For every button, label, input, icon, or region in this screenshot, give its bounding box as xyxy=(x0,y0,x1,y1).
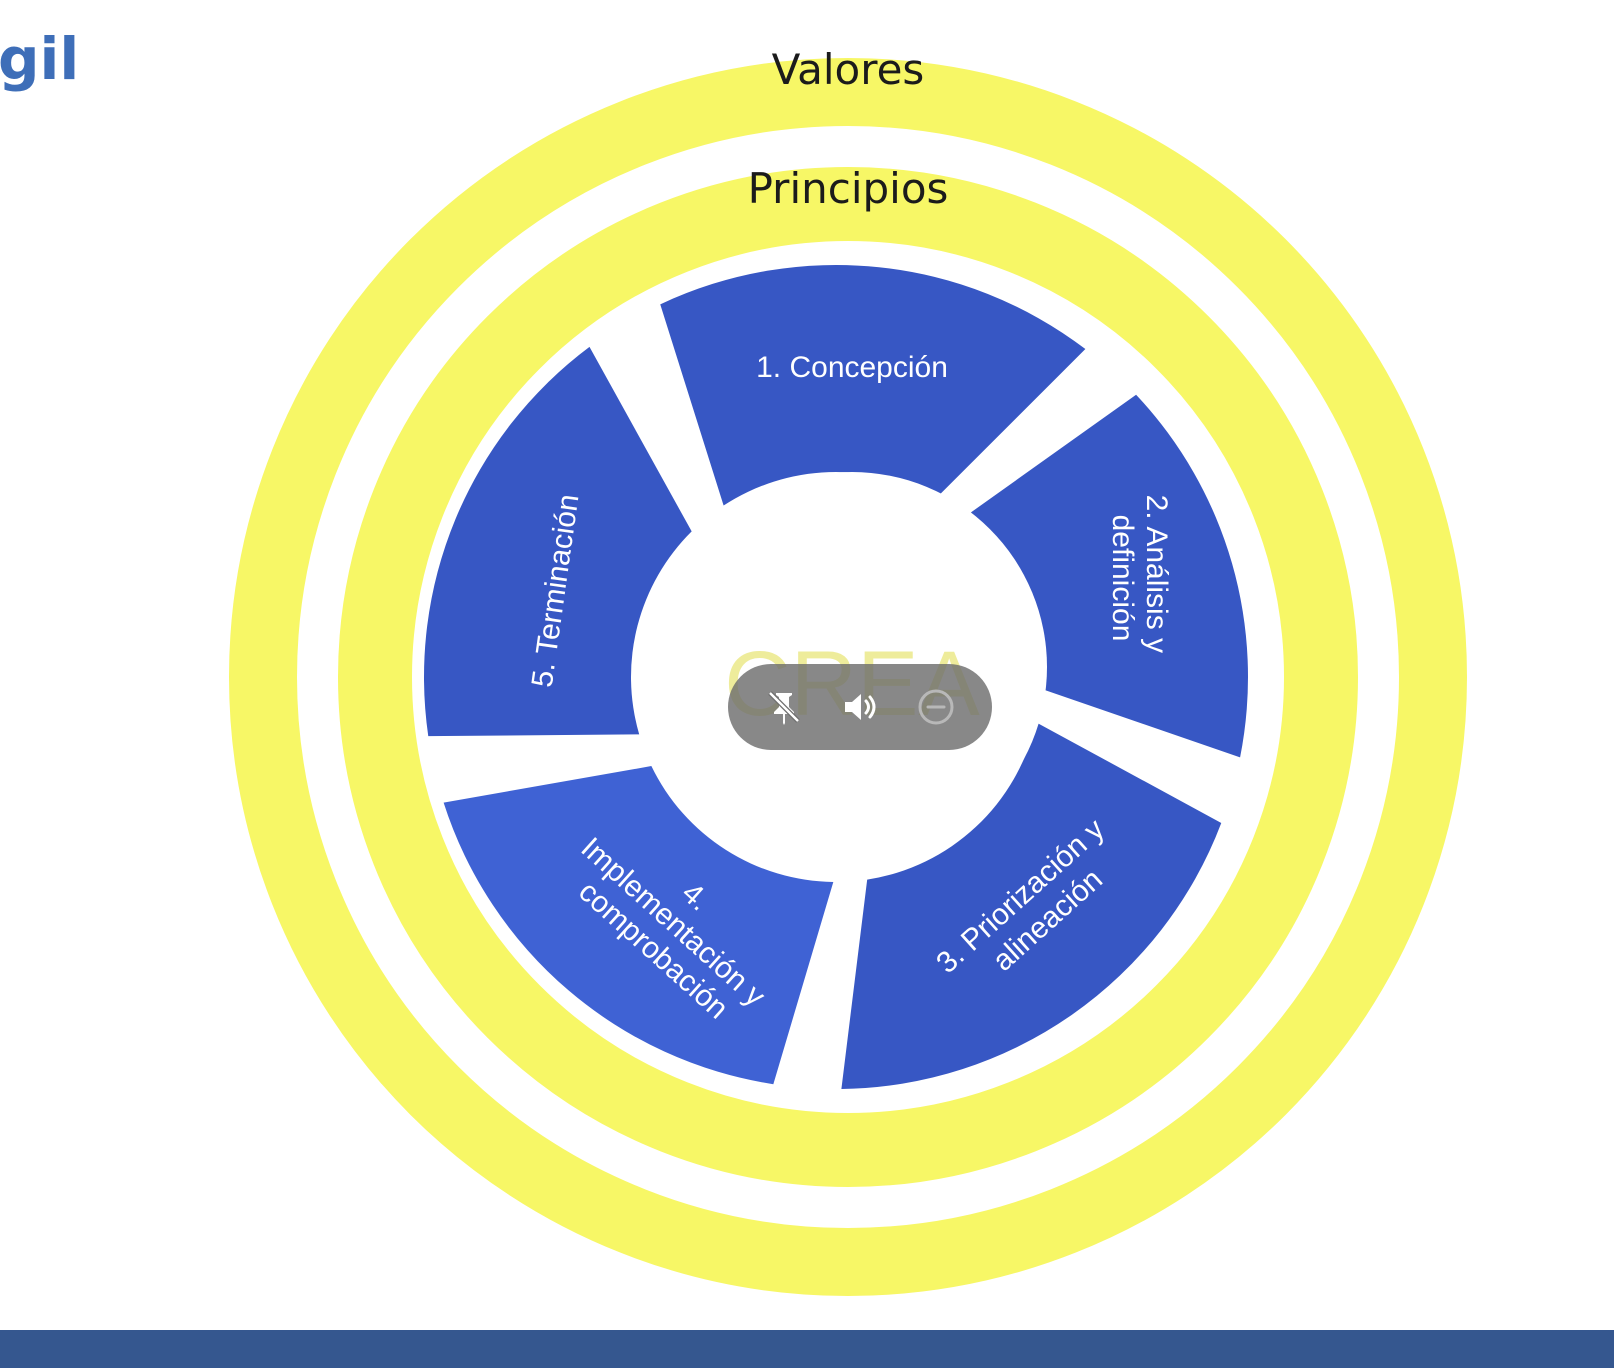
cycle-segment-2 xyxy=(964,394,1248,758)
volume-icon[interactable] xyxy=(836,683,884,731)
cycle-segment-3 xyxy=(841,722,1222,1089)
slide-title: gil xyxy=(0,25,80,93)
cycle-segment-4 xyxy=(443,766,834,1085)
segment-label-2: 2. Análisis y definición xyxy=(1106,495,1173,662)
media-controls xyxy=(728,664,992,750)
inner-ring-band xyxy=(338,167,1358,1187)
cycle-segment-5 xyxy=(424,346,692,737)
segment-label-2-line-2: definición xyxy=(1106,515,1139,642)
footer-bar xyxy=(0,1330,1614,1368)
segment-label-1-line-1: 1. Concepción xyxy=(756,351,948,384)
cycle-segment-1 xyxy=(660,265,1086,506)
minus-circle-icon[interactable] xyxy=(912,683,960,731)
cycle-segments xyxy=(424,265,1248,1089)
outer-ring-band xyxy=(229,58,1467,1296)
segment-label-2-line-1: 2. Análisis y xyxy=(1140,495,1173,653)
segment-label-1: 1. Concepción xyxy=(756,351,948,384)
outer-ring-label: Valores xyxy=(772,45,925,94)
unpin-icon[interactable] xyxy=(760,683,808,731)
inner-ring-label: Principios xyxy=(748,164,949,213)
